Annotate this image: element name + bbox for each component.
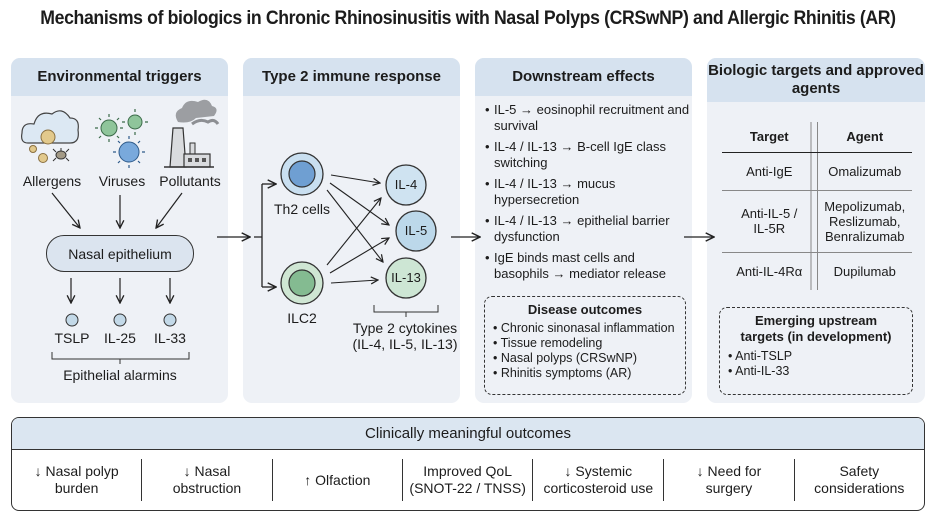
emerging-item: • Anti-IL-33 <box>728 364 790 378</box>
column-header-agent: Agent <box>817 122 912 153</box>
cytokines-group-title: Type 2 cytokines <box>352 320 458 336</box>
cytokines-group-sub: (IL-4, IL-5, IL-13) <box>352 336 458 352</box>
alarmin-label-tslp: TSLP <box>54 330 90 346</box>
outcome-text: ↓ Nasal polyp burden <box>34 463 119 496</box>
outcome-text: ↓ Nasal obstruction <box>172 463 242 496</box>
disease-item: • Tissue remodeling <box>493 336 603 350</box>
alarmin-label-il25: IL-25 <box>104 330 136 346</box>
outcome-item: ↓ Nasal polyp burden <box>12 459 141 501</box>
panel-heading: Downstream effects <box>475 58 692 96</box>
effect-item: IL-4 / IL-13 → B-cell IgE class switchin… <box>485 139 690 171</box>
target-cell-text: Anti-IL-5 / IL-5R <box>741 206 798 236</box>
disease-item: • Nasal polyps (CRSwNP) <box>493 351 638 365</box>
target-cell: Anti-IgE <box>722 151 818 190</box>
outcome-text: ↑ Olfaction <box>304 471 371 488</box>
table-row: Anti-IgE Omalizumab <box>722 151 912 190</box>
nasal-epithelium-node: Nasal epithelium <box>46 235 194 272</box>
emerging-targets-title: Emerging upstream targets (in developmen… <box>740 313 892 344</box>
disease-item-text: Tissue remodeling <box>500 336 603 350</box>
emerging-item-text: Anti-TSLP <box>735 349 793 363</box>
outcome-text: Safety considerations <box>814 463 905 496</box>
disease-item-text: Chronic sinonasal inflammation <box>500 321 675 335</box>
effect-item: IgE binds mast cells and basophils → med… <box>485 250 690 282</box>
trigger-label-viruses: Viruses <box>98 173 146 189</box>
panel-heading: Biologic targets and approved agents <box>707 58 925 102</box>
panel-heading: Type 2 immune response <box>243 58 460 96</box>
clinical-outcomes-heading: Clinically meaningful outcomes <box>12 418 924 450</box>
table-row: Anti-IL-5 / IL-5R Mepolizumab, Reslizuma… <box>722 189 912 252</box>
biologics-table: Target Agent Anti-IgE Omalizumab Anti-IL… <box>722 122 912 290</box>
effect-item: IL-4 / IL-13 → epithelial barrier dysfun… <box>485 213 690 245</box>
page-title: Mechanisms of biologics in Chronic Rhino… <box>40 8 896 29</box>
cytokine-label-il4: IL-4 <box>394 177 418 192</box>
cell-label-ilc2: ILC2 <box>287 310 317 326</box>
disease-item-text: Rhinitis symptoms (AR) <box>500 366 632 380</box>
outcome-item: ↓ Systemic corticosteroid use <box>532 459 663 501</box>
target-cell: Anti-IL-4Rα <box>722 251 818 290</box>
cell-label-th2: Th2 cells <box>273 201 331 217</box>
emerging-item: • Anti-TSLP <box>728 349 793 363</box>
emerging-item-text: Anti-IL-33 <box>735 364 790 378</box>
outcome-item: ↑ Olfaction <box>271 459 402 501</box>
cytokines-group-label: Type 2 cytokines (IL-4, IL-5, IL-13) <box>340 320 470 352</box>
column-header-target: Target <box>722 122 818 153</box>
disease-outcomes-box: Disease outcomes • Chronic sinonasal inf… <box>484 296 686 395</box>
panel-heading: Environmental triggers <box>11 58 228 96</box>
cytokine-label-il5: IL-5 <box>404 223 428 238</box>
emerging-targets-box: Emerging upstream targets (in developmen… <box>719 307 913 395</box>
disease-item-text: Nasal polyps (CRSwNP) <box>500 351 638 365</box>
clinical-outcomes-bar: Clinically meaningful outcomes ↓ Nasal p… <box>11 417 925 511</box>
outcome-item: ↓ Need for surgery <box>663 459 793 501</box>
outcome-text: Improved QoL (SNOT-22 / TNSS) <box>409 463 526 496</box>
table-row: Anti-IL-4Rα Dupilumab <box>722 251 912 290</box>
disease-item: • Rhinitis symptoms (AR) <box>493 366 632 380</box>
outcome-text: ↓ Need for surgery <box>696 463 762 496</box>
panel-environmental-triggers: Environmental triggers <box>11 58 228 403</box>
downstream-effects-list: IL-5 → eosinophil recruitment and surviv… <box>485 102 690 287</box>
alarmins-group-label: Epithelial alarmins <box>63 367 177 383</box>
target-cell: Anti-IL-5 / IL-5R <box>722 189 818 252</box>
outcome-item: Improved QoL (SNOT-22 / TNSS) <box>401 459 532 501</box>
effect-item: IL-5 → eosinophil recruitment and surviv… <box>485 102 690 134</box>
clinical-outcomes-row: ↓ Nasal polyp burden ↓ Nasal obstruction… <box>12 450 924 510</box>
cytokine-label-il13: IL-13 <box>391 270 421 285</box>
alarmin-label-il33: IL-33 <box>154 330 186 346</box>
agent-cell-text: Mepolizumab, Reslizumab, Benralizumab <box>824 198 906 244</box>
agent-cell: Mepolizumab, Reslizumab, Benralizumab <box>817 189 912 252</box>
effect-item: IL-4 / IL-13 → mucus hypersecretion <box>485 176 690 208</box>
trigger-label-allergens: Allergens <box>22 173 82 189</box>
agent-cell: Dupilumab <box>817 251 912 290</box>
agent-cell: Omalizumab <box>817 151 912 190</box>
disease-item: • Chronic sinonasal inflammation <box>493 321 675 335</box>
outcome-item: ↓ Nasal obstruction <box>141 459 271 501</box>
trigger-label-pollutants: Pollutants <box>159 173 221 189</box>
outcome-text: ↓ Systemic corticosteroid use <box>543 463 654 496</box>
disease-outcomes-title: Disease outcomes <box>527 302 643 317</box>
outcome-item: Safety considerations <box>793 459 924 501</box>
